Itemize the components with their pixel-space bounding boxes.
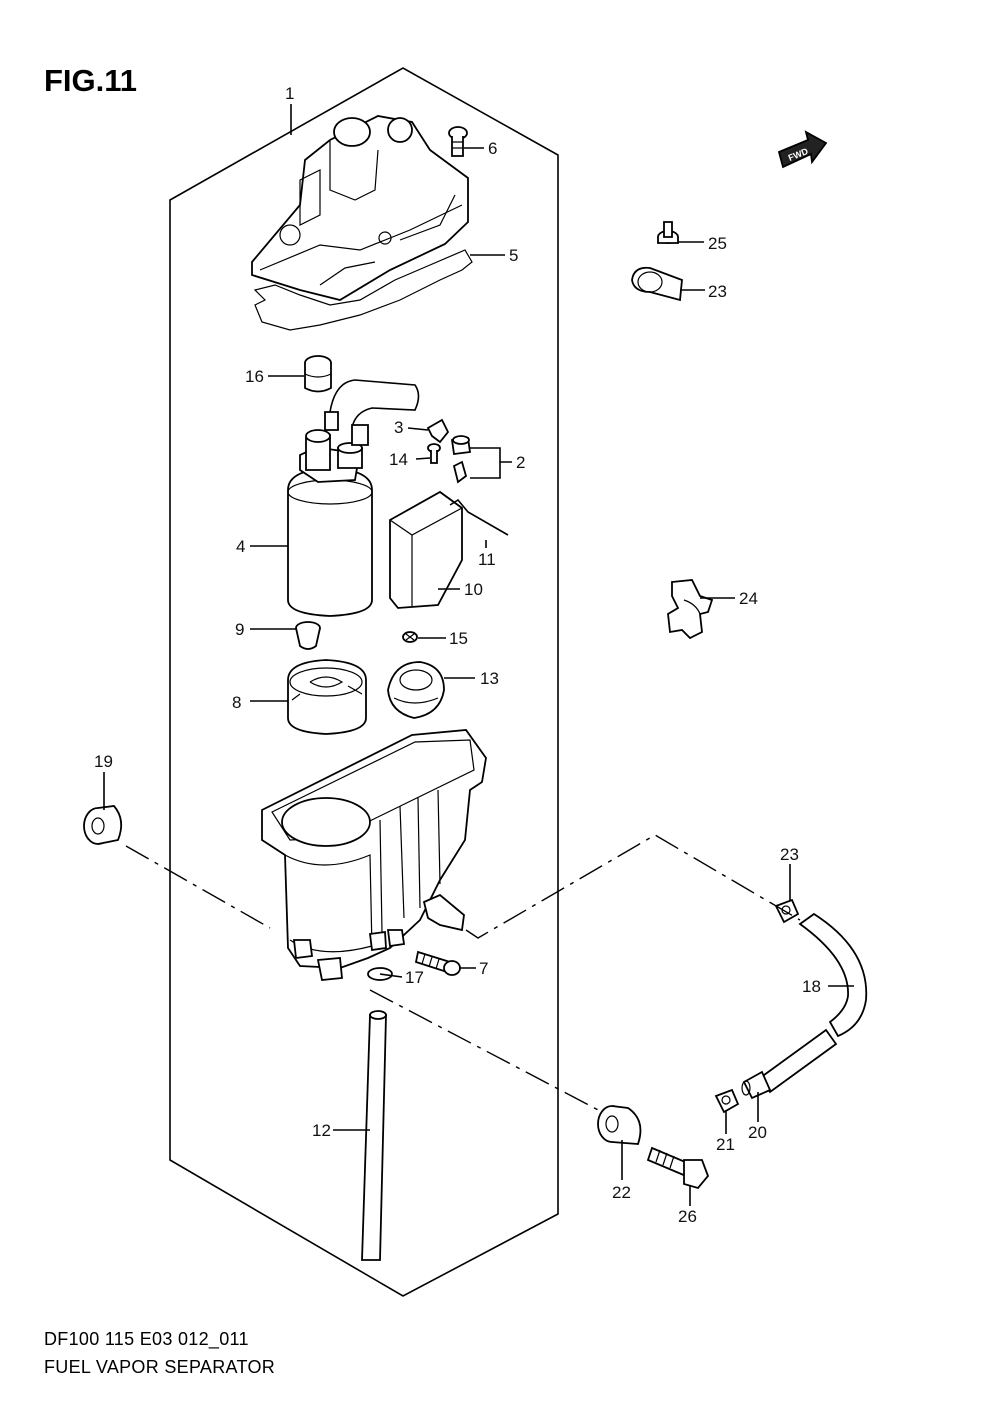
part-26-bolt — [646, 1146, 710, 1190]
part-10-cover — [389, 490, 463, 609]
leader-lines — [103, 104, 854, 1206]
part-12-hose — [361, 1010, 387, 1261]
callout-26: 26 — [678, 1207, 697, 1226]
callout-4: 4 — [236, 537, 245, 556]
part-25-bolt — [657, 221, 679, 244]
callout-19: 19 — [94, 752, 113, 771]
part-24-bracket — [667, 579, 714, 640]
callout-7: 7 — [479, 959, 488, 978]
callout-10: 10 — [464, 580, 483, 599]
callout-25: 25 — [708, 234, 727, 253]
part-2-connector — [450, 435, 472, 484]
diagram-code: DF100 115 E03 012_011 — [44, 1329, 249, 1350]
callout-2: 2 — [516, 453, 525, 472]
figure-title: FIG.11 — [44, 63, 137, 98]
part-19-grommet — [83, 805, 123, 845]
part-23-clamp-upper — [631, 266, 683, 302]
fwd-arrow-icon: FWD — [777, 130, 828, 169]
connection-line-outlet — [465, 834, 801, 939]
callout-17: 17 — [405, 968, 424, 987]
part-15-screw — [402, 631, 418, 643]
part-6-screw — [448, 126, 468, 157]
assembly-outline — [169, 67, 559, 1297]
callout-14: 14 — [389, 450, 408, 469]
callout-23-upper: 23 — [708, 282, 727, 301]
callout-16: 16 — [245, 367, 264, 386]
callout-12: 12 — [312, 1121, 331, 1140]
part-8-holder — [287, 659, 367, 735]
callout-21: 20 — [748, 1123, 767, 1142]
callout-6: 6 — [488, 139, 497, 158]
callout-11: 11 — [478, 550, 496, 569]
callout-3: 3 — [394, 418, 403, 437]
part-7-screw — [414, 950, 461, 976]
part-23-clip-lower — [774, 898, 800, 924]
part-5-cover — [251, 115, 473, 331]
diagram-name: FUEL VAPOR SEPARATOR — [44, 1357, 275, 1377]
callout-1: 1 — [285, 84, 294, 103]
connection-line-19 — [125, 845, 271, 929]
part-22-clip — [714, 1088, 740, 1114]
part-11-lead — [449, 498, 509, 536]
part-16-grommet — [304, 355, 332, 393]
callout-15: 15 — [449, 629, 468, 648]
separator-body — [261, 729, 487, 981]
part-9-filter — [295, 621, 321, 650]
callout-13: 13 — [480, 669, 499, 688]
part-4-fuel-pump — [287, 379, 420, 617]
callout-5: 5 — [509, 246, 518, 265]
callout-9: 9 — [235, 620, 244, 639]
callout-20: 22 — [612, 1183, 631, 1202]
part-18-hose — [798, 912, 868, 1038]
part-14-screw — [427, 443, 441, 464]
callout-18: 18 — [802, 977, 821, 996]
callout-22: 21 — [716, 1135, 735, 1154]
part-3-clip — [426, 418, 450, 444]
connection-line-20 — [369, 989, 603, 1113]
part-21-hose — [741, 1028, 838, 1100]
part-20-grommet — [597, 1105, 642, 1145]
callout-23-lower: 23 — [780, 845, 799, 864]
callout-8: 8 — [232, 693, 241, 712]
callout-24: 24 — [739, 589, 758, 608]
callout-labels: 1 6 5 16 3 14 2 4 11 10 9 15 13 8 24 25 … — [94, 84, 821, 1226]
part-13-regulator — [387, 661, 445, 719]
